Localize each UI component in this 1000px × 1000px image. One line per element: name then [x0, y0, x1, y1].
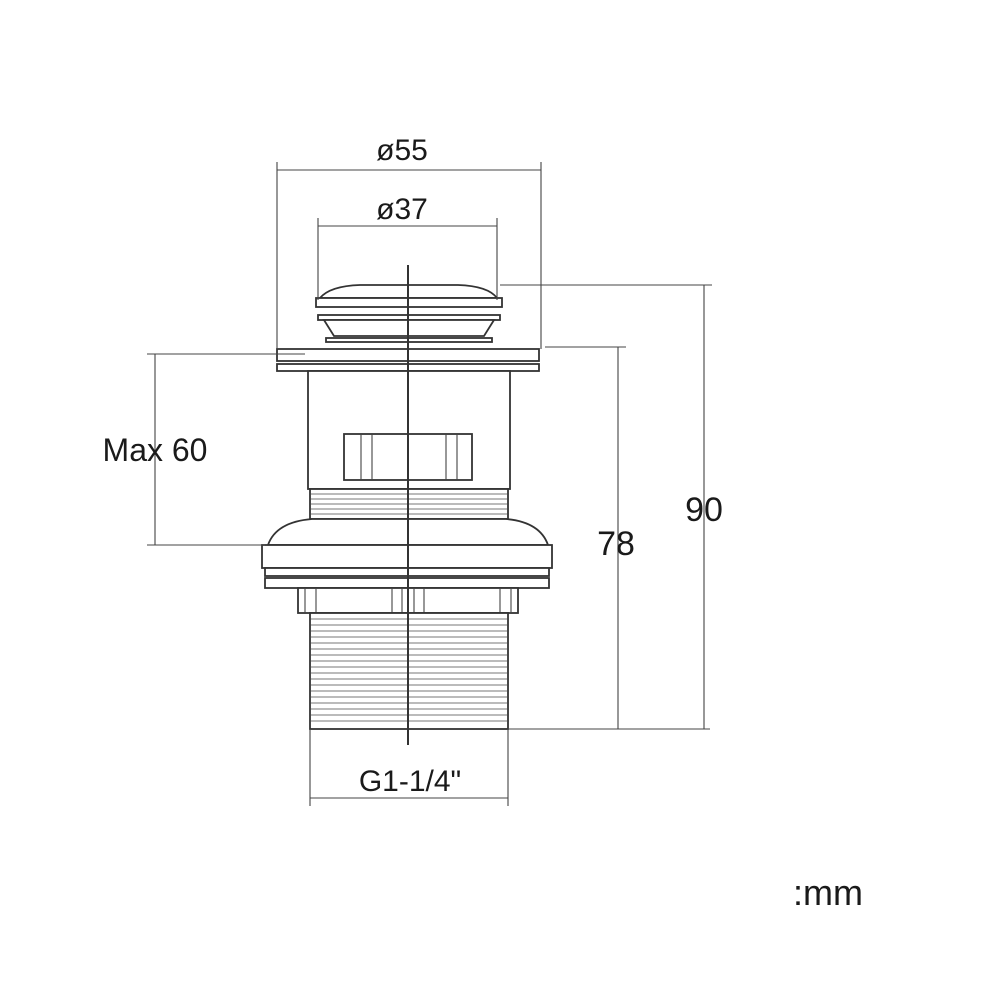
dim-label-thread-size: G1-1/4" [359, 765, 461, 798]
dim-label-total-height: 90 [685, 491, 723, 529]
dim-label-cap-inner-diameter: ø37 [376, 193, 428, 226]
dim-label-max-thickness: Max 60 [103, 432, 208, 468]
dim-label-cap-outer-diameter: ø55 [376, 134, 428, 167]
dim-label-height-under-flange: 78 [597, 525, 635, 563]
unit-label: :mm [793, 872, 863, 913]
drain-body [261, 265, 553, 745]
dimension-lines [147, 162, 712, 806]
